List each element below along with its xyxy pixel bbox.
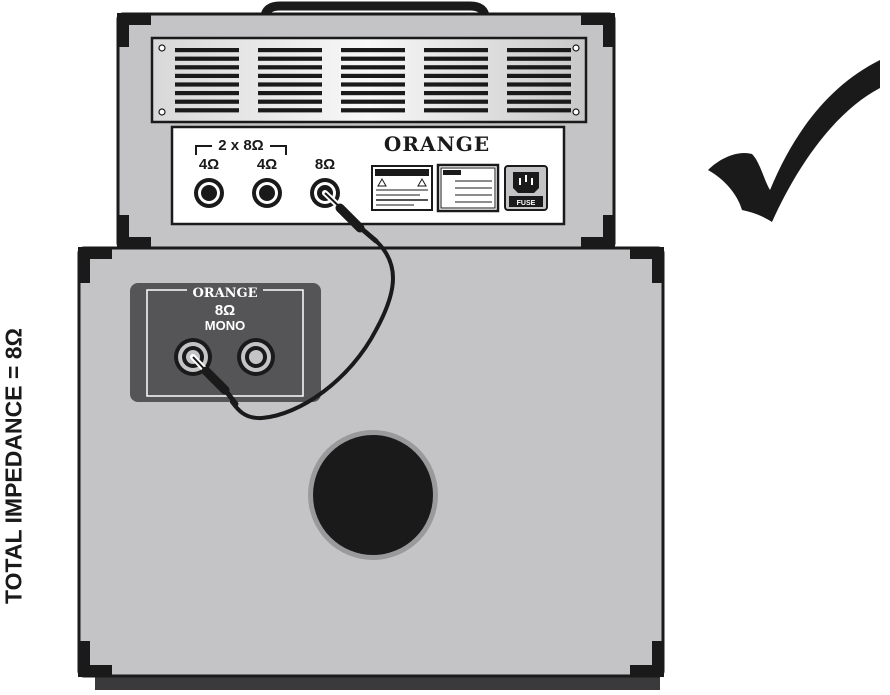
jack-label-4ohm-1: 4Ω: [199, 156, 219, 173]
vent-slot: [258, 65, 322, 69]
vent-slot: [424, 65, 488, 69]
vent-slot: [258, 82, 322, 86]
amp-head: 2 x 8Ω 4Ω 4Ω 8Ω ORANGE: [117, 6, 615, 249]
vent-slot: [341, 108, 405, 112]
cabinet-mode: MONO: [205, 318, 245, 333]
vent-slot: [507, 91, 571, 95]
speaker-out-jack-4ohm-2[interactable]: [252, 178, 282, 208]
vent-slot: [258, 91, 322, 95]
vent-slot: [424, 91, 488, 95]
vent-slot: [175, 91, 239, 95]
parallel-bracket-label: 2 x 8Ω: [218, 137, 263, 154]
vent-slot: [507, 57, 571, 61]
vent-slot: [258, 108, 322, 112]
serial-label: [438, 165, 498, 211]
speaker-cabinet: ORANGE 8Ω MONO: [78, 247, 664, 690]
vent-slot: [507, 100, 571, 104]
vent-slot: [424, 108, 488, 112]
vent-slot: [424, 100, 488, 104]
vent-slot: [424, 74, 488, 78]
fuse-label: FUSE: [517, 200, 536, 207]
vent-slot: [341, 82, 405, 86]
cabinet-impedance: 8Ω: [215, 302, 235, 319]
vent-slot: [175, 65, 239, 69]
vent-slot: [507, 65, 571, 69]
vent-slot: [258, 57, 322, 61]
head-brand-logo: ORANGE: [384, 132, 490, 156]
vent-slot: [424, 48, 488, 52]
vent-slot: [424, 82, 488, 86]
power-inlet[interactable]: FUSE: [505, 166, 547, 210]
vent-slot: [258, 74, 322, 78]
vent-slot: [175, 57, 239, 61]
jack-label-4ohm-2: 4Ω: [257, 156, 277, 173]
vent-slot: [341, 65, 405, 69]
vent-slot: [258, 48, 322, 52]
cabinet-brand-logo: ORANGE: [192, 286, 257, 301]
warning-label: [372, 166, 432, 210]
vent-slot: [341, 48, 405, 52]
vent-slot: [424, 57, 488, 61]
vent-slot: [341, 100, 405, 104]
vent-slot: [507, 74, 571, 78]
speaker-out-jack-4ohm-1[interactable]: [194, 178, 224, 208]
check-mark-icon: [708, 60, 880, 222]
vent-slot: [341, 74, 405, 78]
vent-slot: [341, 91, 405, 95]
bass-reflex-port-opening: [313, 435, 433, 555]
vent-slot: [341, 57, 405, 61]
vent-slot: [175, 100, 239, 104]
vent-slot: [507, 48, 571, 52]
jack-label-8ohm: 8Ω: [315, 156, 335, 173]
vent-slot: [175, 74, 239, 78]
vent-slot: [175, 108, 239, 112]
vent-slot: [175, 48, 239, 52]
vent-slot: [175, 82, 239, 86]
cabinet-input-jack-2[interactable]: [237, 338, 275, 376]
vent-slot: [507, 82, 571, 86]
vent-slot: [507, 108, 571, 112]
vent-slot: [258, 100, 322, 104]
